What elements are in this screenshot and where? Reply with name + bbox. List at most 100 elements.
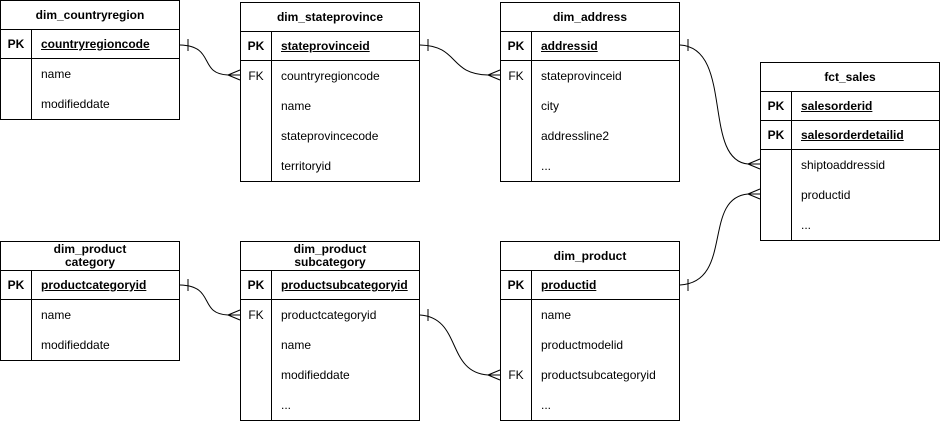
field-name: ... — [801, 218, 812, 232]
field-row: city — [501, 91, 679, 121]
pk-label: PK — [761, 92, 792, 120]
pk-label: PK — [241, 271, 272, 299]
pk-row: PK stateprovinceid — [241, 32, 419, 61]
pk-row: PK salesorderid — [761, 92, 939, 121]
table-dim-product-category: dim_product category PK productcategoryi… — [0, 241, 180, 361]
cardinality-many-icon — [487, 369, 501, 381]
table-dim-stateprovince: dim_stateprovince PK stateprovinceid FK … — [240, 2, 420, 182]
edge-stateprovince-address — [419, 39, 501, 81]
cardinality-many-icon — [487, 69, 501, 81]
table-title: dim_product — [501, 242, 679, 271]
field-row: ... — [501, 151, 679, 181]
field-name: ... — [281, 398, 292, 412]
pk-field: productid — [541, 278, 597, 292]
field-row: modifieddate — [1, 89, 179, 119]
field-row: FK productcategoryid — [241, 300, 419, 330]
table-dim-product-subcategory: dim_product subcategory PK productsubcat… — [240, 241, 420, 421]
field-name: territoryid — [281, 159, 332, 173]
key-label — [241, 91, 272, 121]
pk-label: PK — [1, 30, 32, 58]
field-name: name — [41, 308, 72, 322]
field-name: name — [541, 308, 572, 322]
pk-field: salesorderid — [801, 99, 873, 113]
table-dim-address: dim_address PK addressid FK stateprovinc… — [500, 2, 680, 182]
table-dim-product: dim_product PK productid name productmod… — [500, 241, 680, 421]
field-row: addressline2 — [501, 121, 679, 151]
field-name: shiptoaddressid — [801, 158, 886, 172]
cardinality-many-icon — [227, 309, 241, 321]
field-row: shiptoaddressid — [761, 150, 939, 180]
field-name: ... — [541, 398, 552, 412]
key-label — [501, 300, 532, 330]
field-row: name — [1, 300, 179, 330]
pk-field: addressid — [541, 39, 598, 53]
key-label — [761, 210, 792, 240]
field-row: modifieddate — [241, 360, 419, 390]
table-title: fct_sales — [761, 63, 939, 92]
field-row: modifieddate — [1, 330, 179, 360]
field-name: modifieddate — [281, 368, 350, 382]
pk-label: PK — [761, 121, 792, 149]
field-name: addressline2 — [541, 129, 610, 143]
key-label — [241, 151, 272, 181]
fk-label: FK — [241, 300, 272, 330]
field-row: stateprovincecode — [241, 121, 419, 151]
table-title: dim_stateprovince — [241, 3, 419, 32]
key-label — [241, 390, 272, 420]
key-label — [501, 91, 532, 121]
pk-label: PK — [1, 271, 32, 299]
pk-field: stateprovinceid — [281, 39, 370, 53]
table-title: dim_product subcategory — [241, 242, 419, 271]
cardinality-many-icon — [747, 158, 761, 170]
field-name: stateprovinceid — [541, 69, 622, 83]
field-name: city — [541, 99, 559, 113]
field-name: productsubcategoryid — [541, 368, 656, 382]
field-row: name — [241, 330, 419, 360]
table-title: dim_address — [501, 3, 679, 32]
field-row: territoryid — [241, 151, 419, 181]
fk-label: FK — [501, 360, 532, 390]
pk-label: PK — [501, 32, 532, 60]
key-label — [1, 89, 32, 119]
field-name: name — [281, 338, 312, 352]
edge-countryregion-stateprovince — [179, 39, 241, 81]
field-row: name — [241, 91, 419, 121]
field-row: name — [501, 300, 679, 330]
key-label — [761, 180, 792, 210]
cardinality-many-icon — [747, 188, 761, 200]
pk-row: PK addressid — [501, 32, 679, 61]
field-row: name — [1, 59, 179, 89]
pk-field: salesorderdetailid — [801, 128, 904, 142]
field-name: productcategoryid — [281, 308, 377, 322]
field-row: FK countryregioncode — [241, 61, 419, 91]
pk-row: PK countryregioncode — [1, 30, 179, 59]
cardinality-many-icon — [227, 69, 241, 81]
field-name: stateprovincecode — [281, 129, 379, 143]
key-label — [761, 150, 792, 180]
table-dim-countryregion: dim_countryregion PK countryregioncode n… — [0, 0, 180, 120]
fk-label: FK — [241, 61, 272, 91]
table-title: dim_countryregion — [1, 1, 179, 30]
field-row: ... — [761, 210, 939, 240]
field-name: productmodelid — [541, 338, 624, 352]
field-name: productid — [801, 188, 851, 202]
edge-product-fctsales — [679, 188, 761, 291]
key-label — [1, 330, 32, 360]
pk-row: PK productcategoryid — [1, 271, 179, 300]
key-label — [501, 330, 532, 360]
key-label — [501, 121, 532, 151]
table-fct-sales: fct_sales PK salesorderid PK salesorderd… — [760, 62, 940, 241]
field-name: ... — [541, 159, 552, 173]
edge-productsubcategory-product — [419, 309, 501, 381]
fk-label: FK — [501, 61, 532, 91]
key-label — [241, 121, 272, 151]
field-row: FK stateprovinceid — [501, 61, 679, 91]
key-label — [241, 330, 272, 360]
field-row: productid — [761, 180, 939, 210]
field-name: modifieddate — [41, 338, 110, 352]
edge-address-fctsales — [679, 39, 761, 170]
field-name: countryregioncode — [281, 69, 380, 83]
field-row: productmodelid — [501, 330, 679, 360]
key-label — [1, 300, 32, 330]
